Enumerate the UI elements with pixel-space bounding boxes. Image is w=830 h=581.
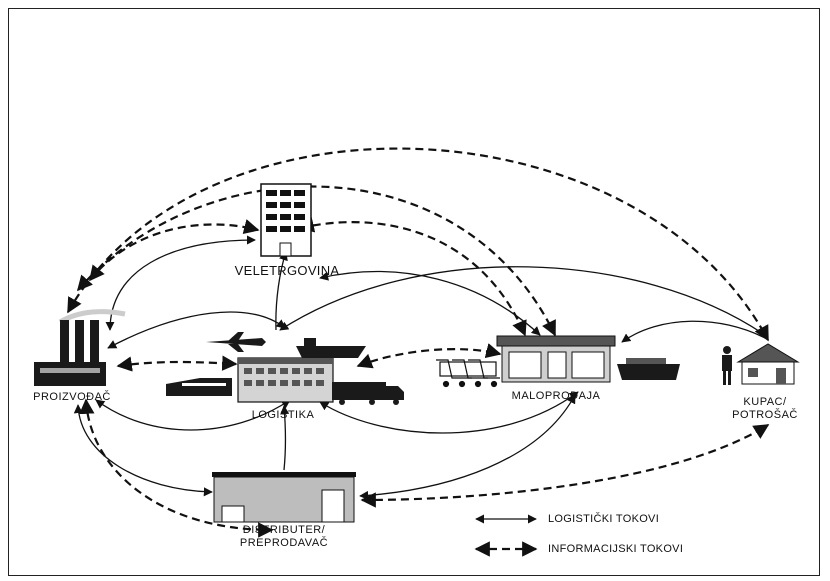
house-icon — [736, 343, 800, 385]
shopping-carts-icon — [436, 359, 500, 388]
logistika-building-icon — [237, 357, 334, 403]
kupac-label: KUPAC/ POTROŠAČ — [720, 396, 810, 422]
train-icon — [166, 378, 232, 396]
maloprodaja-store-icon — [496, 335, 616, 383]
logistic-flow-kupac-maloprodaja — [621, 320, 766, 343]
distributer-label-line1: DISTRIBUTER/ — [242, 524, 326, 536]
legend-logistic-label: LOGISTIČKI TOKOVI — [548, 513, 660, 525]
cargo-ship-icon — [617, 358, 680, 380]
info-flow-veletrgovina-maloprodaja — [298, 217, 527, 337]
maloprodaja-label: MALOPRODAJA — [511, 390, 601, 402]
legend — [474, 514, 538, 557]
proizvodac-label: PROIZVOĐAČ — [33, 391, 111, 403]
info-flow-distributer-kupac — [360, 424, 770, 508]
truck-icon — [332, 382, 404, 405]
info-flow-proizvodac-maloprodaja — [76, 185, 556, 337]
legend-information-label: INFORMACIJSKI TOKOVI — [548, 543, 684, 555]
veletrgovina-building-icon — [260, 183, 312, 257]
distributer-label: DISTRIBUTER/ PREPRODAVAČ — [224, 524, 344, 550]
person-icon — [722, 346, 732, 385]
info-flow-proizvodac-logistika — [116, 355, 238, 372]
kupac-label-line2: POTROŠAČ — [732, 409, 798, 421]
distributer-label-line2: PREPRODAVAČ — [239, 537, 329, 549]
kupac-label-line1: KUPAC/ — [743, 396, 787, 408]
logistic-flow-veletrgovina-proizvodac — [105, 235, 256, 331]
info-flow-logistika-maloprodaja — [356, 343, 502, 369]
logistic-flow-veletrgovina-maloprodaja — [319, 270, 541, 336]
veletrgovina-label: VELETRGOVINA — [234, 263, 340, 278]
logistic-flow-logistika-kupac — [279, 266, 766, 336]
diagram-frame — [8, 8, 820, 576]
logistic-flow-logistika-distributer — [280, 405, 290, 471]
information-flows — [67, 147, 770, 538]
logistic-flows — [73, 235, 766, 500]
distributer-building-icon — [212, 472, 356, 523]
factory-icon — [34, 309, 126, 386]
logistic-flow-proizvodac-logistika — [107, 311, 286, 349]
logistic-flow-distributer-maloprodaja — [359, 394, 576, 500]
airplane-icon — [206, 332, 266, 352]
logistika-label: LOGISTIKA — [251, 409, 315, 421]
ship-icon — [296, 338, 366, 358]
info-flow-proizvodac-kupac — [67, 147, 769, 342]
info-flow-proizvodac-veletrgovina — [89, 219, 260, 282]
logistic-flow-proizvodac-distributer — [73, 404, 213, 497]
